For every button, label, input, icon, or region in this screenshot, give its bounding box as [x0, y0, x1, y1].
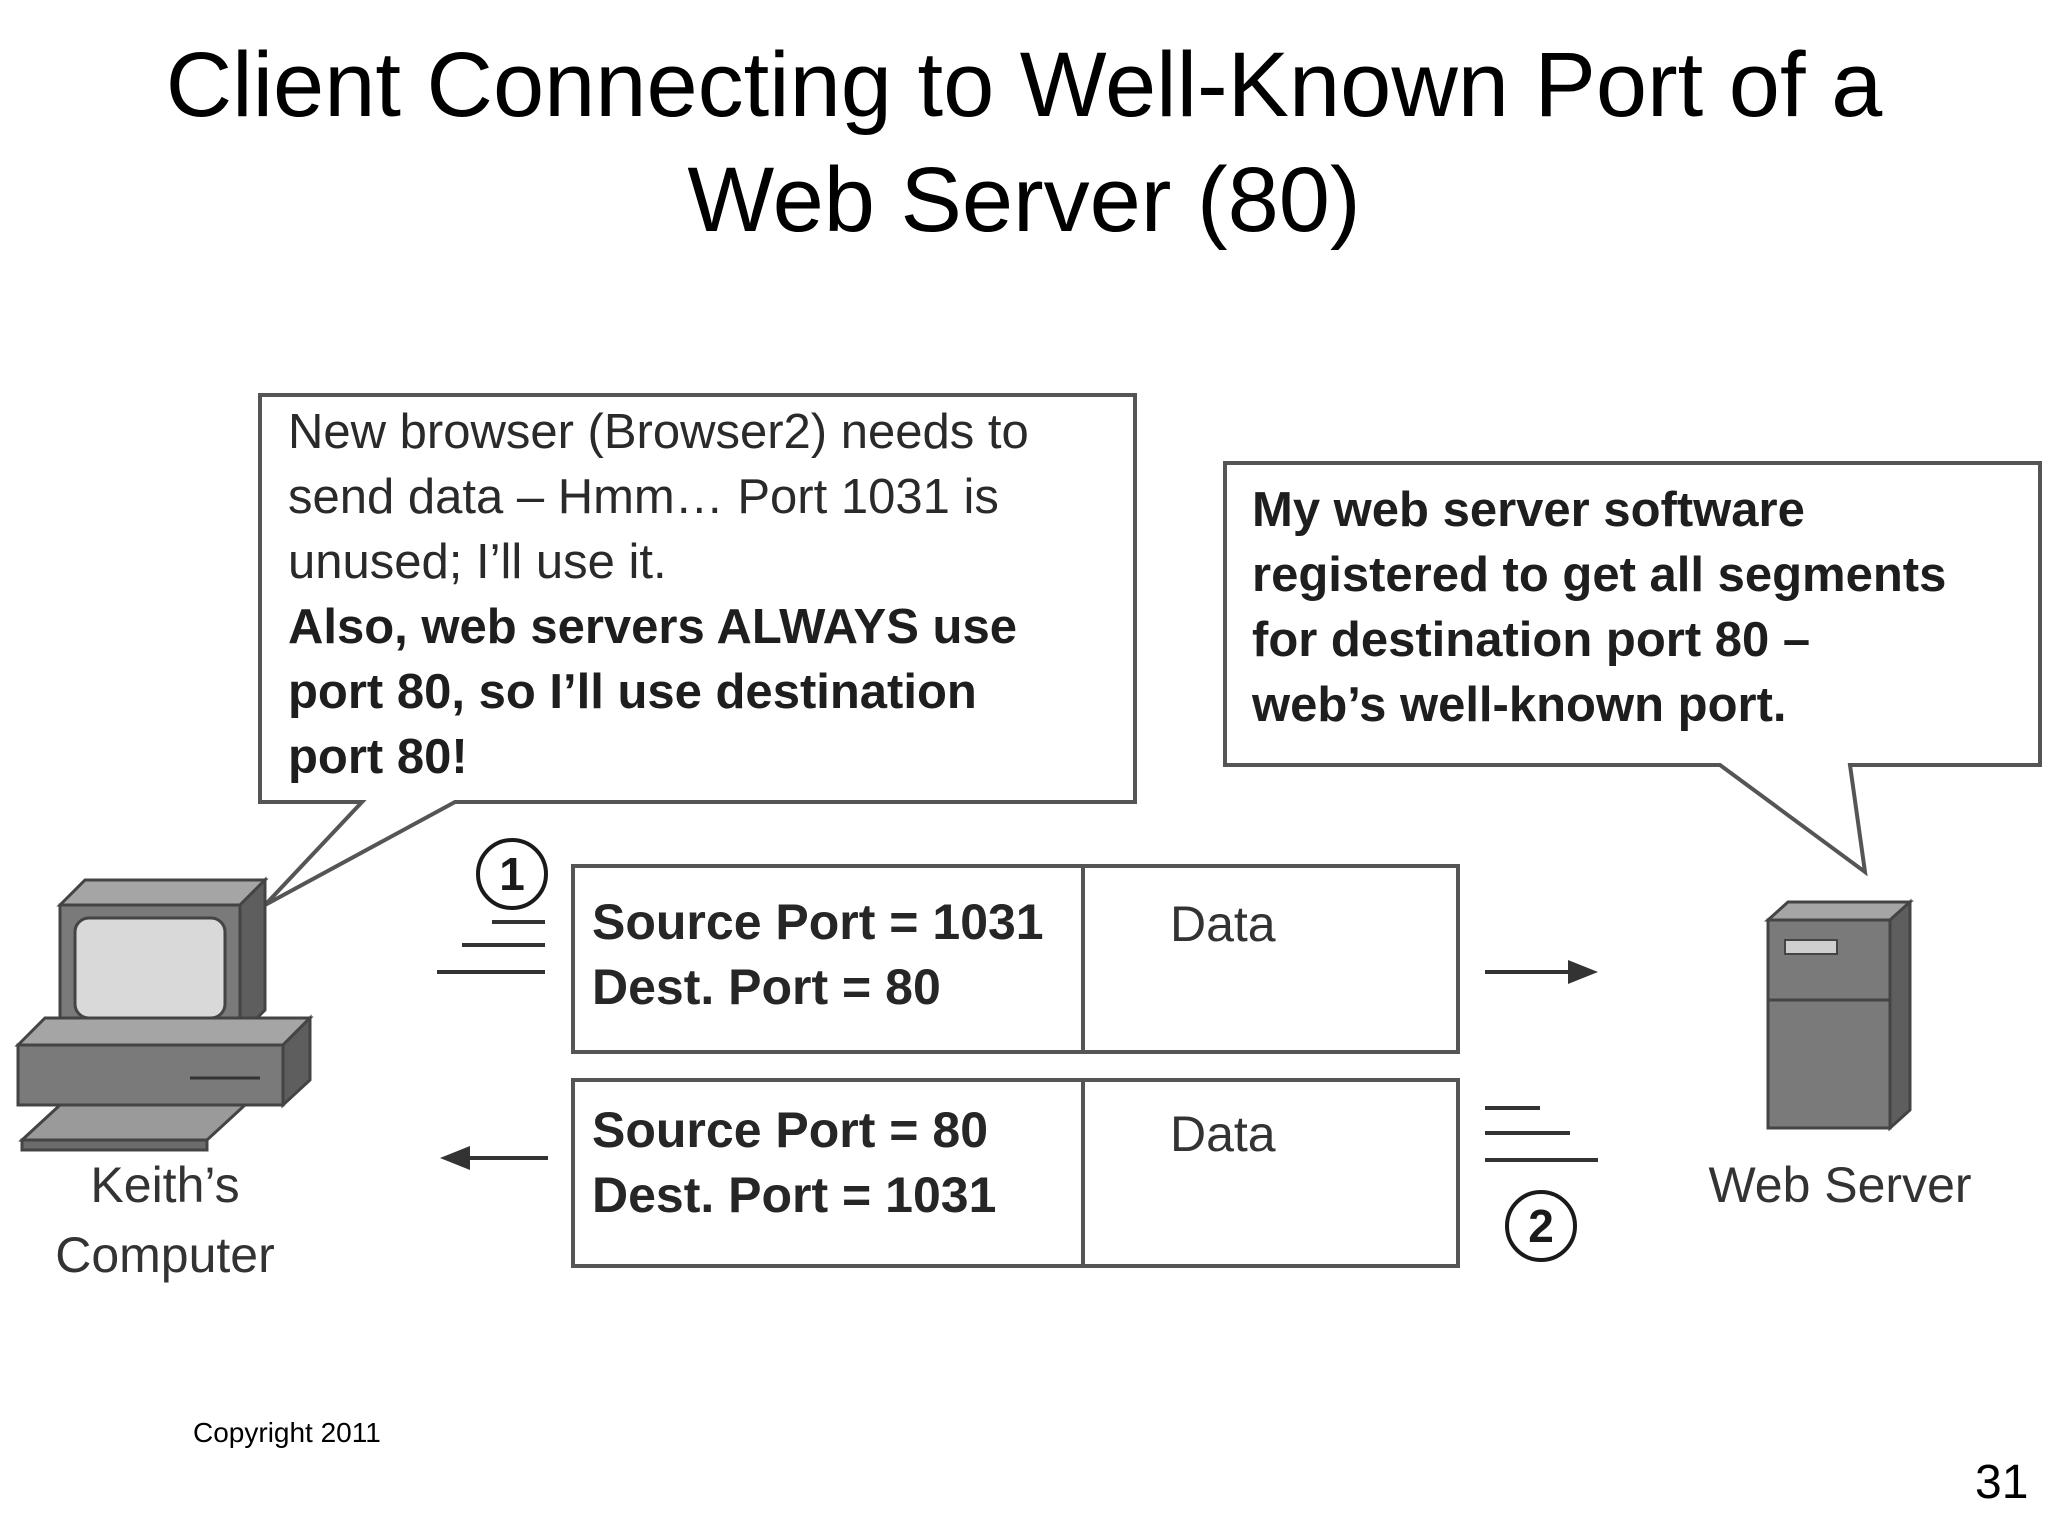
segment-1-header: Source Port = 1031 Dest. Port = 80 — [592, 890, 1044, 1020]
client-note-line-1: New browser (Browser2) needs to — [288, 405, 1029, 459]
client-label: Keith’s Computer — [20, 1150, 310, 1290]
segment-1-dest-port: Dest. Port = 80 — [592, 959, 941, 1015]
segment-1-data: Data — [1170, 896, 1276, 952]
server-note-line-4: web’s well-known port. — [1252, 678, 1787, 732]
server-note-line-1: My web server software — [1252, 483, 1805, 537]
client-note-line-3: unused; I’ll use it. — [288, 535, 667, 589]
server-note-line-2: registered to get all segments — [1252, 548, 1947, 602]
arrow-to-server-icon — [1485, 960, 1598, 984]
client-speech-bubble — [258, 393, 1137, 907]
computer-icon — [14, 876, 314, 1152]
segment-2-dest-port: Dest. Port = 1031 — [592, 1167, 997, 1223]
segment-2-box — [571, 1078, 1460, 1268]
segment-1-box — [571, 864, 1460, 1054]
slide-title-line-2: Web Server (80) — [687, 149, 1361, 251]
segment-1-motion-lines — [437, 920, 545, 974]
segment-2-header: Source Port = 80 Dest. Port = 1031 — [592, 1098, 996, 1228]
client-note-bold-line-3: port 80! — [288, 730, 468, 784]
server-speech-bubble — [1223, 461, 2042, 877]
slide-title-line-1: Client Connecting to Well-Known Port of … — [165, 34, 1883, 136]
client-speech-text: New browser (Browser2) needs to send dat… — [288, 400, 1128, 790]
server-speech-text: My web server software registered to get… — [1252, 478, 2032, 738]
segment-1-source-port: Source Port = 1031 — [592, 894, 1044, 950]
step-1-badge: 1 — [476, 838, 548, 910]
segment-2-data: Data — [1170, 1106, 1276, 1162]
slide-title: Client Connecting to Well-Known Port of … — [0, 28, 2048, 258]
client-label-line-2: Computer — [55, 1227, 275, 1283]
segment-2-motion-lines — [1485, 1106, 1598, 1162]
copyright-text: Copyright 2011 — [193, 1417, 381, 1448]
arrow-to-client-icon — [440, 1146, 548, 1170]
client-note-bold-line-2: port 80, so I’ll use destination — [288, 665, 977, 719]
server-label: Web Server — [1708, 1157, 1972, 1213]
page-number: 31 — [1975, 1456, 2029, 1509]
client-label-line-1: Keith’s — [90, 1157, 240, 1213]
server-tower-icon — [1764, 898, 1914, 1132]
segment-2-source-port: Source Port = 80 — [592, 1102, 988, 1158]
server-note-line-3: for destination port 80 – — [1252, 613, 1811, 667]
step-2-badge: 2 — [1505, 1190, 1577, 1262]
client-note-line-2: send data – Hmm… Port 1031 is — [288, 470, 999, 524]
client-note-bold-line-1: Also, web servers ALWAYS use — [288, 600, 1017, 654]
